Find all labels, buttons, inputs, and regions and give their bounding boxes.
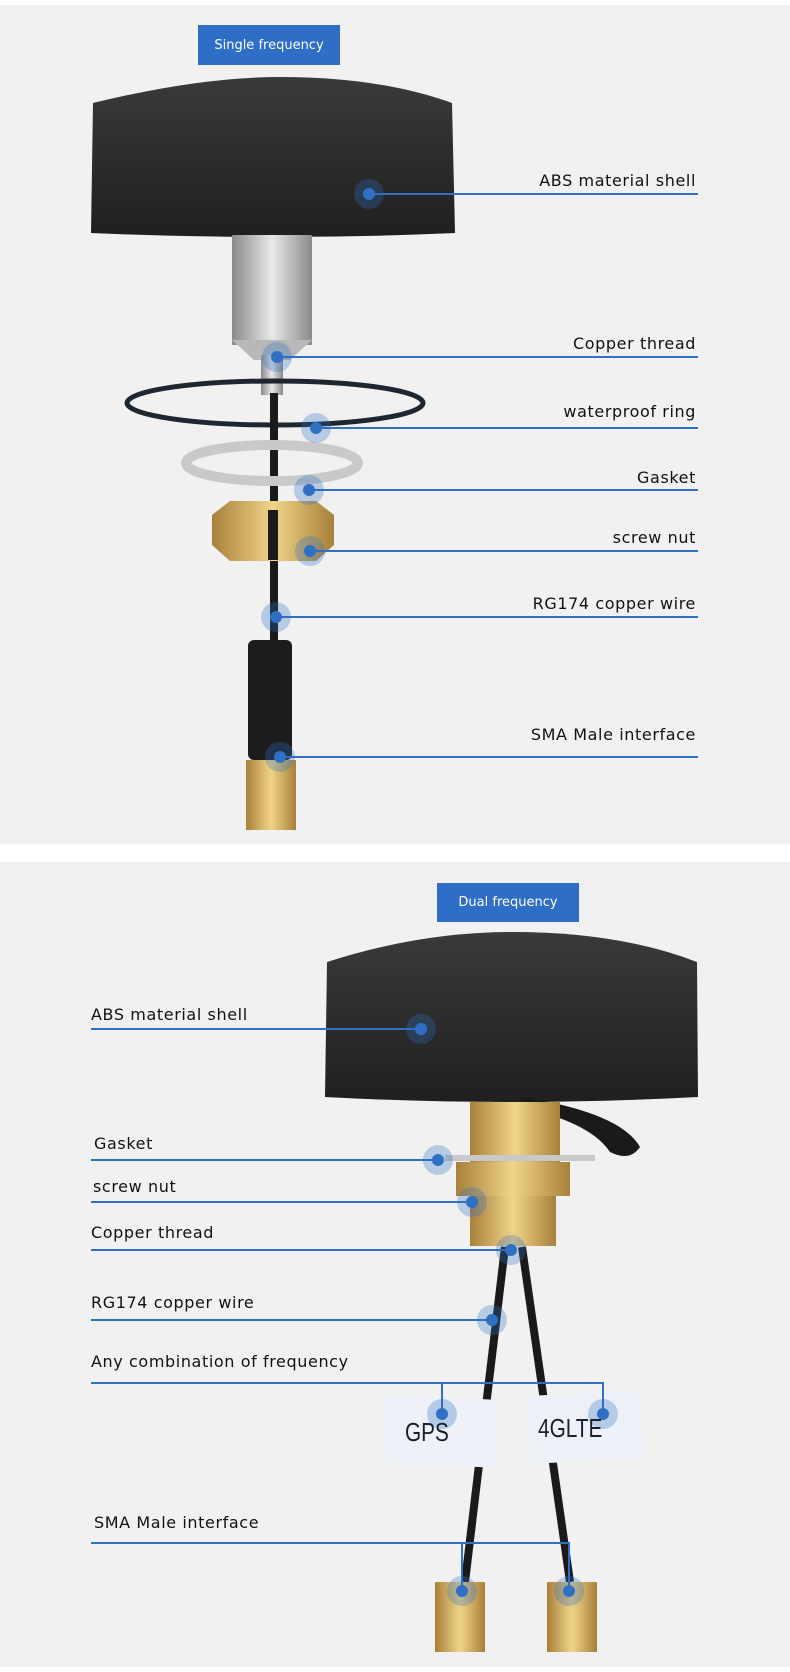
label-gasket: Gasket xyxy=(94,1134,153,1153)
callout-dot-wire xyxy=(270,611,282,623)
label-screw-nut: screw nut xyxy=(93,1177,177,1196)
callout-dot-sma-gps xyxy=(456,1585,468,1597)
label-any-combination: Any combination of frequency xyxy=(91,1352,349,1371)
callout-dot-gasket xyxy=(303,484,315,496)
callout-dot-gps xyxy=(436,1408,448,1420)
gasket-image xyxy=(445,1155,595,1161)
lte-tag-text: 4GLTE xyxy=(538,1413,603,1443)
cable-image xyxy=(270,393,278,733)
callout-dot-abs xyxy=(415,1023,427,1035)
gps-tag xyxy=(380,1394,499,1468)
callout-dot-sma xyxy=(274,751,286,763)
callout-dot-gasket xyxy=(432,1154,444,1166)
sma-connector-image xyxy=(246,760,296,830)
label-abs-shell: ABS material shell xyxy=(539,171,696,190)
callout-dot-copper xyxy=(505,1244,517,1256)
copper-thread-image xyxy=(470,1102,560,1162)
lte-tag xyxy=(528,1390,645,1464)
single-callouts xyxy=(261,179,698,772)
dual-callouts xyxy=(91,1014,618,1606)
label-rg174-wire: RG174 copper wire xyxy=(532,594,696,613)
gps-tag-text: GPS xyxy=(405,1417,449,1447)
label-abs-shell: ABS material shell xyxy=(91,1005,248,1024)
callout-dot-sma-lte xyxy=(563,1585,575,1597)
callout-dot-wire xyxy=(486,1314,498,1326)
label-copper-thread: Copper thread xyxy=(91,1223,215,1242)
single-frequency-badge: Single frequency xyxy=(198,25,340,65)
label-waterproof-ring: waterproof ring xyxy=(563,402,696,421)
gasket-image xyxy=(181,440,363,486)
sma-boot-image xyxy=(248,640,292,760)
label-screw-nut: screw nut xyxy=(612,528,696,547)
label-rg174-wire: RG174 copper wire xyxy=(91,1293,255,1312)
dual-frequency-panel: Dual frequency GPS 4GLTE ABS material sh… xyxy=(0,862,790,1667)
single-antenna-illustration xyxy=(91,77,455,830)
label-sma-male: SMA Male interface xyxy=(530,725,696,744)
single-frequency-panel: Single frequency ABS material shell Copp… xyxy=(0,5,790,844)
screw-nut-image xyxy=(456,1162,570,1196)
label-copper-thread: Copper thread xyxy=(572,334,696,353)
abs-shell-image xyxy=(325,932,698,1102)
copper-thread-image xyxy=(232,235,312,345)
dual-frequency-badge: Dual frequency xyxy=(437,883,579,922)
callout-dot-ring xyxy=(310,422,322,434)
callout-dot-nut xyxy=(466,1196,478,1208)
label-gasket: Gasket xyxy=(637,468,696,487)
label-sma-male: SMA Male interface xyxy=(94,1513,260,1532)
callout-dot-copper xyxy=(271,351,283,363)
callout-dot-abs xyxy=(363,188,375,200)
dual-antenna-illustration xyxy=(325,932,698,1652)
callout-dot-nut xyxy=(304,545,316,557)
callout-dot-lte xyxy=(597,1408,609,1420)
